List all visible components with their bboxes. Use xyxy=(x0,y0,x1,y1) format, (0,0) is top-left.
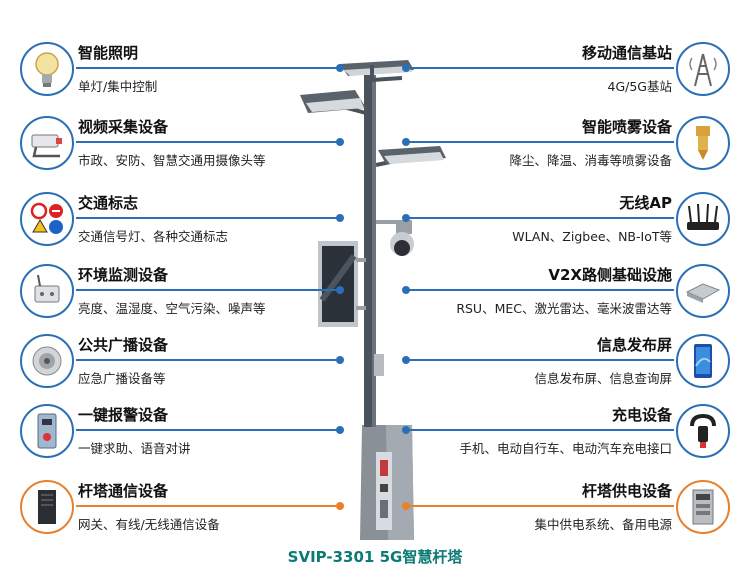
feature-title: 交通标志 xyxy=(78,194,139,212)
feature-desc: 交通信号灯、各种交通标志 xyxy=(78,229,229,244)
feature-title: 视频采集设备 xyxy=(78,118,169,136)
feature-tower-power: 杆塔供电设备 集中供电系统、备用电源 xyxy=(390,478,750,538)
traffic-sign-icon xyxy=(30,202,63,234)
connector-line xyxy=(76,286,344,294)
feature-tower-comm: 杆塔通信设备 网关、有线/无线通信设备 xyxy=(0,478,360,538)
connector-line xyxy=(76,214,344,222)
feature-title: 移动通信基站 xyxy=(581,44,672,62)
connector-line xyxy=(402,138,674,146)
feature-title: 信息发布屏 xyxy=(596,336,672,354)
feature-desc: 手机、电动自行车、电动汽车充电接口 xyxy=(459,441,672,456)
feature-desc: 网关、有线/无线通信设备 xyxy=(78,517,220,532)
feature-title: 杆塔通信设备 xyxy=(78,482,169,500)
feature-desc: 集中供电系统、备用电源 xyxy=(534,517,672,532)
connector-line xyxy=(402,426,674,434)
feature-title: 充电设备 xyxy=(611,406,672,424)
feature-env-monitoring: 环境监测设备 亮度、温湿度、空气污染、噪声等 xyxy=(0,262,360,322)
feature-title: 一键报警设备 xyxy=(78,406,169,424)
connector-line xyxy=(402,502,674,510)
connector-line xyxy=(402,64,674,72)
feature-wireless-ap: 无线AP WLAN、Zigbee、NB-IoT等 xyxy=(390,190,750,250)
rsu-icon xyxy=(685,283,721,303)
feature-one-key-alarm: 一键报警设备 一键求助、语音对讲 xyxy=(0,402,360,462)
connector-line xyxy=(76,64,344,72)
connector-line xyxy=(402,356,674,364)
connector-line xyxy=(402,214,674,222)
tower-icon xyxy=(689,53,717,87)
nozzle-icon xyxy=(696,126,710,160)
feature-v2x: V2X路侧基础设施 RSU、MEC、激光雷达、毫米波雷达等 xyxy=(390,262,750,322)
feature-title: 无线AP xyxy=(619,194,672,212)
connector-line xyxy=(76,502,344,510)
camera-icon xyxy=(31,134,62,158)
feature-public-broadcast: 公共广播设备 应急广播设备等 xyxy=(0,332,360,392)
cabinet-icon xyxy=(38,490,56,524)
feature-desc: 单灯/集中控制 xyxy=(78,79,158,94)
charger-icon xyxy=(690,413,716,448)
feature-desc: 降尘、降温、消毒等喷雾设备 xyxy=(509,153,672,168)
feature-title: 杆塔供电设备 xyxy=(581,482,672,500)
feature-desc: 市政、安防、智慧交通用摄像头等 xyxy=(78,153,266,168)
connector-line xyxy=(76,356,344,364)
connector-line xyxy=(76,426,344,434)
sensor-icon xyxy=(34,274,60,303)
screen-icon xyxy=(694,344,712,378)
feature-desc: 亮度、温湿度、空气污染、噪声等 xyxy=(78,301,266,316)
feature-desc: 一键求助、语音对讲 xyxy=(78,441,191,456)
feature-desc: 信息发布屏、信息查询屏 xyxy=(534,371,672,386)
router-icon xyxy=(687,203,719,230)
feature-desc: 应急广播设备等 xyxy=(78,371,166,386)
feature-smart-lighting: 智能照明 单灯/集中控制 xyxy=(0,40,360,100)
feature-video-capture: 视频采集设备 市政、安防、智慧交通用摄像头等 xyxy=(0,114,360,174)
power-cabinet-icon xyxy=(692,489,714,525)
feature-desc: 4G/5G基站 xyxy=(607,79,673,94)
light-bulb-icon xyxy=(35,52,59,87)
feature-traffic-signs: 交通标志 交通信号灯、各种交通标志 xyxy=(0,190,360,250)
feature-desc: WLAN、Zigbee、NB-IoT等 xyxy=(512,229,672,244)
feature-title: 环境监测设备 xyxy=(78,266,169,284)
speaker-icon xyxy=(32,346,62,376)
feature-desc: RSU、MEC、激光雷达、毫米波雷达等 xyxy=(456,301,672,316)
feature-title: 公共广播设备 xyxy=(78,336,169,354)
feature-title: 智能喷雾设备 xyxy=(581,118,672,136)
feature-charging: 充电设备 手机、电动自行车、电动汽车充电接口 xyxy=(390,402,750,462)
feature-base-station: 移动通信基站 4G/5G基站 xyxy=(390,40,750,100)
feature-title: 智能照明 xyxy=(78,44,139,62)
product-caption: SVIP-3301 5G智慧杆塔 xyxy=(287,548,463,566)
connector-line xyxy=(402,286,674,294)
feature-info-screen: 信息发布屏 信息发布屏、信息查询屏 xyxy=(390,332,750,392)
alarm-panel-icon xyxy=(37,413,57,449)
connector-line xyxy=(76,138,344,146)
feature-title: V2X路侧基础设施 xyxy=(548,266,672,284)
feature-smart-spray: 智能喷雾设备 降尘、降温、消毒等喷雾设备 xyxy=(390,114,750,174)
